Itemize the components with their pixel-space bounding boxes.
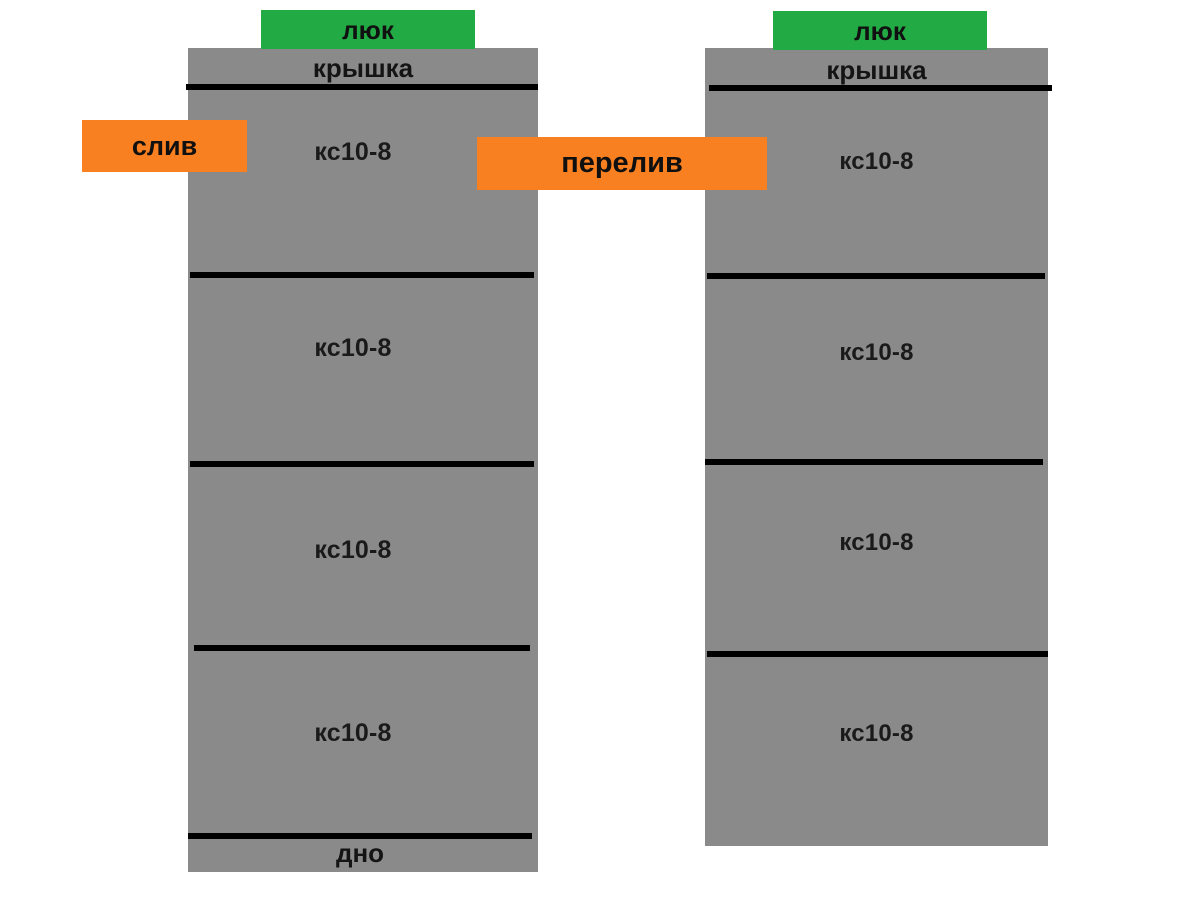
tank-left-bottom-label: дно bbox=[335, 838, 385, 868]
tank-right-hatch-label: люк bbox=[854, 15, 906, 46]
drain-pipe[interactable]: слив bbox=[82, 120, 247, 172]
tank-right-seam-2 bbox=[705, 459, 1043, 465]
tank-left-hatch-label: люк bbox=[342, 14, 394, 45]
drain-pipe-label: слив bbox=[131, 130, 198, 161]
tank-left-seam-1 bbox=[190, 272, 534, 278]
tank-left-ring-label-3: кс10-8 bbox=[314, 536, 392, 564]
tank-left-seam-3 bbox=[194, 645, 530, 651]
tank-right-seam-1 bbox=[707, 273, 1045, 279]
tank-left-seam-bottom bbox=[188, 833, 532, 839]
tank-left-seam-2 bbox=[190, 461, 534, 467]
tank-left-cover-label: крышка bbox=[312, 53, 414, 83]
tank-right-ring-label-1: кс10-8 bbox=[839, 148, 914, 175]
tank-right-seam-cover bbox=[709, 85, 1052, 91]
tank-left-ring-label-4: кс10-8 bbox=[314, 719, 392, 747]
tank-left-hatch[interactable]: люк bbox=[261, 10, 475, 49]
tank-right-seam-3 bbox=[707, 651, 1048, 657]
tank-right-cover-label: крышка bbox=[826, 55, 927, 85]
tank-left-ring-label-1: кс10-8 bbox=[314, 138, 392, 166]
overflow-pipe-label: перелив bbox=[561, 147, 683, 179]
tank-right-ring-label-3: кс10-8 bbox=[839, 529, 914, 556]
tank-left-ring-label-2: кс10-8 bbox=[314, 334, 392, 362]
tank-right-ring-label-2: кс10-8 bbox=[839, 339, 914, 366]
tank-right-ring-label-4: кс10-8 bbox=[839, 720, 914, 747]
tank-right-hatch[interactable]: люк bbox=[773, 11, 987, 50]
tank-left-seam-cover bbox=[186, 84, 538, 90]
overflow-pipe[interactable]: перелив bbox=[477, 137, 767, 190]
